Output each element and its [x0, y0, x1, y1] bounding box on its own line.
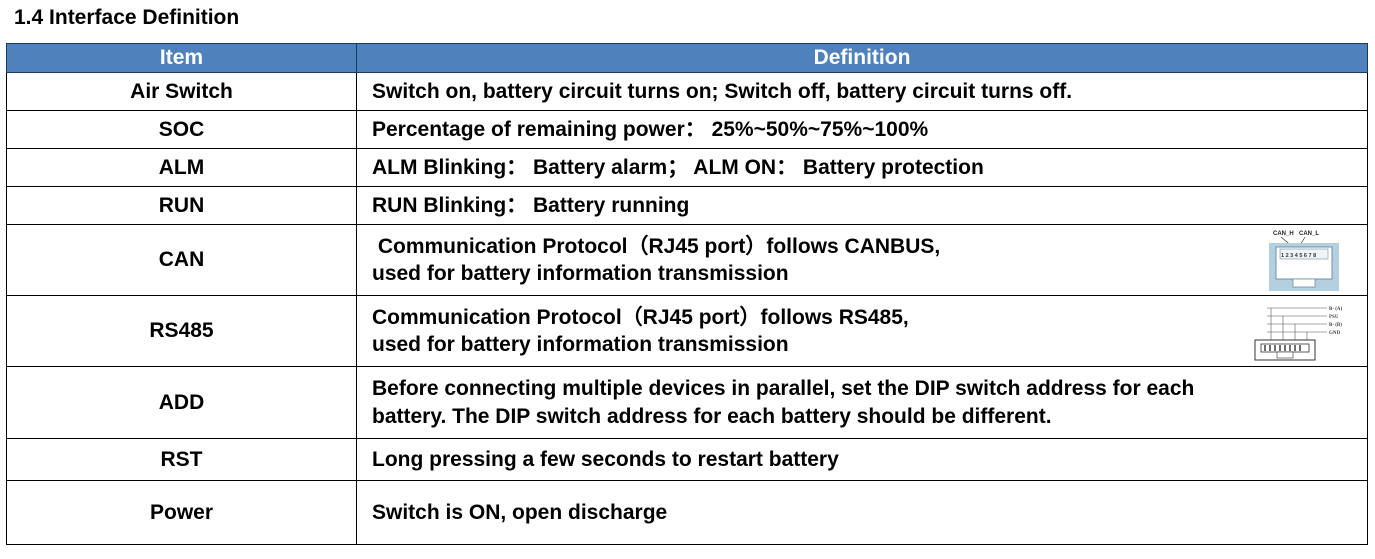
- definition-line: battery. The DIP switch address for each…: [372, 404, 1052, 428]
- section-title: 1.4 Interface Definition: [14, 6, 240, 29]
- definition-line: Percentage of remaining power： 25%~50%~7…: [372, 117, 929, 141]
- table-row: RUN RUN Blinking： Battery running: [6, 186, 1368, 225]
- row-item-rst: RST: [6, 438, 357, 481]
- table-row: ALM ALM Blinking： Battery alarm； ALM ON：…: [6, 148, 1368, 187]
- row-item-power: Power: [6, 480, 357, 545]
- table-row: RS485 Communication Protocol（RJ45 port）f…: [6, 295, 1368, 367]
- row-definition-run: RUN Blinking： Battery running: [356, 186, 1368, 225]
- row-item-soc: SOC: [6, 110, 357, 149]
- definition-line: used for battery information transmissio…: [372, 333, 789, 356]
- table-row: RST Long pressing a few seconds to resta…: [6, 438, 1368, 481]
- table-row: Air Switch Switch on, battery circuit tu…: [6, 72, 1368, 111]
- header-definition: Definition: [356, 43, 1368, 73]
- can-l-label: CAN_L: [1299, 231, 1319, 237]
- row-item-can: CAN: [6, 224, 357, 296]
- row-item-run: RUN: [6, 186, 357, 225]
- table-row: SOC Percentage of remaining power： 25%~5…: [6, 110, 1368, 149]
- row-definition-rs485: Communication Protocol（RJ45 port）follows…: [356, 295, 1368, 367]
- definition-line: Long pressing a few seconds to restart b…: [372, 447, 839, 471]
- row-definition-can: Communication Protocol（RJ45 port）follows…: [356, 224, 1368, 296]
- pin-numbers-label: 1 2 3 4 5 6 7 8: [1281, 253, 1316, 259]
- row-definition-air-switch: Switch on, battery circuit turns on; Swi…: [356, 72, 1368, 111]
- rs485-label-gnd: GND: [1329, 331, 1341, 336]
- rj45-rs485-port-image: B- (A) PSU B- (B) GND: [1254, 307, 1343, 361]
- header-item: Item: [6, 43, 357, 73]
- table-header-row: Item Definition: [6, 43, 1368, 73]
- row-definition-soc: Percentage of remaining power： 25%~50%~7…: [356, 110, 1368, 149]
- definition-line: RUN Blinking： Battery running: [372, 193, 690, 217]
- table-row: ADD Before connecting multiple devices i…: [6, 366, 1368, 439]
- definition-line: Switch is ON, open discharge: [372, 500, 668, 524]
- table-row: CAN Communication Protocol（RJ45 port）fol…: [6, 224, 1368, 296]
- definition-line: Communication Protocol（RJ45 port）follows…: [372, 234, 941, 258]
- definition-line: used for battery information transmissio…: [372, 262, 789, 285]
- can-h-label: CAN_H: [1273, 231, 1294, 237]
- row-definition-alm: ALM Blinking： Battery alarm； ALM ON： Bat…: [356, 148, 1368, 187]
- table-row: Power Switch is ON, open discharge: [6, 480, 1368, 545]
- definition-line: Before connecting multiple devices in pa…: [372, 377, 1195, 401]
- rs485-label-b: B- (B): [1329, 323, 1342, 328]
- interface-definition-table: Item Definition Air Switch Switch on, ba…: [6, 43, 1368, 545]
- definition-line: Switch on, battery circuit turns on; Swi…: [372, 79, 1073, 103]
- row-item-add: ADD: [6, 366, 357, 439]
- row-definition-rst: Long pressing a few seconds to restart b…: [356, 438, 1368, 481]
- row-definition-power: Switch is ON, open discharge: [356, 480, 1368, 545]
- definition-line: Communication Protocol（RJ45 port）follows…: [372, 305, 909, 329]
- row-item-air-switch: Air Switch: [6, 72, 357, 111]
- rj45-can-port-image: CAN_H CAN_L 1 2 3 4 5 6 7 8: [1263, 225, 1345, 293]
- row-definition-add: Before connecting multiple devices in pa…: [356, 366, 1368, 439]
- definition-line: ALM Blinking： Battery alarm； ALM ON： Bat…: [372, 155, 984, 179]
- rs485-label-psu: PSU: [1329, 315, 1339, 320]
- row-item-rs485: RS485: [6, 295, 357, 367]
- rs485-label-a: B- (A): [1329, 307, 1343, 312]
- row-item-alm: ALM: [6, 148, 357, 187]
